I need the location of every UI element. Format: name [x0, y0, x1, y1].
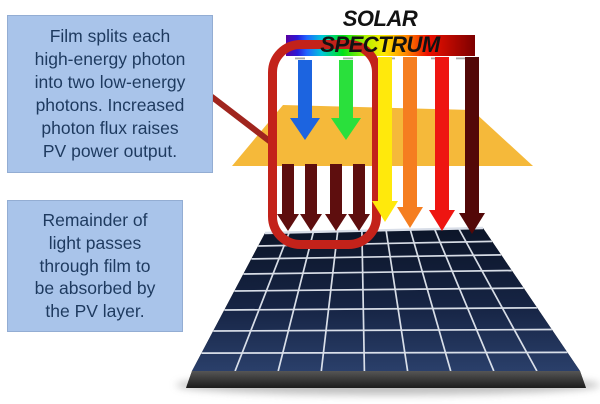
panel-cell-grid — [201, 228, 568, 371]
blue-photon-arrow — [290, 60, 320, 140]
split-photon-arrow — [325, 164, 347, 231]
diagram-title: SOLAR SPECTRUM — [320, 6, 440, 57]
pv-panel — [186, 226, 586, 388]
red-photon-arrow — [429, 57, 455, 231]
deep-red-photon-arrow — [459, 57, 485, 234]
split-photon-arrow — [300, 164, 322, 231]
split-photon-arrow — [348, 164, 370, 231]
panel-frame — [186, 371, 586, 388]
green-photon-arrow — [331, 60, 361, 140]
highlight-rectangle — [268, 40, 381, 249]
split-photon-arrow — [277, 164, 299, 231]
remainder-explanation-box: Remainder of light passes through film t… — [7, 200, 183, 332]
yellow-photon-arrow — [372, 57, 398, 222]
film-explanation-text: Film splits each high-energy photon into… — [34, 26, 186, 161]
split-photon-arrows — [277, 164, 370, 231]
orange-photon-arrow — [397, 57, 423, 228]
panel-face — [192, 228, 580, 371]
callout-pointer-line — [209, 94, 275, 146]
remainder-explanation-text: Remainder of light passes through film t… — [34, 209, 156, 322]
film-explanation-box: Film splits each high-energy photon into… — [7, 15, 213, 173]
